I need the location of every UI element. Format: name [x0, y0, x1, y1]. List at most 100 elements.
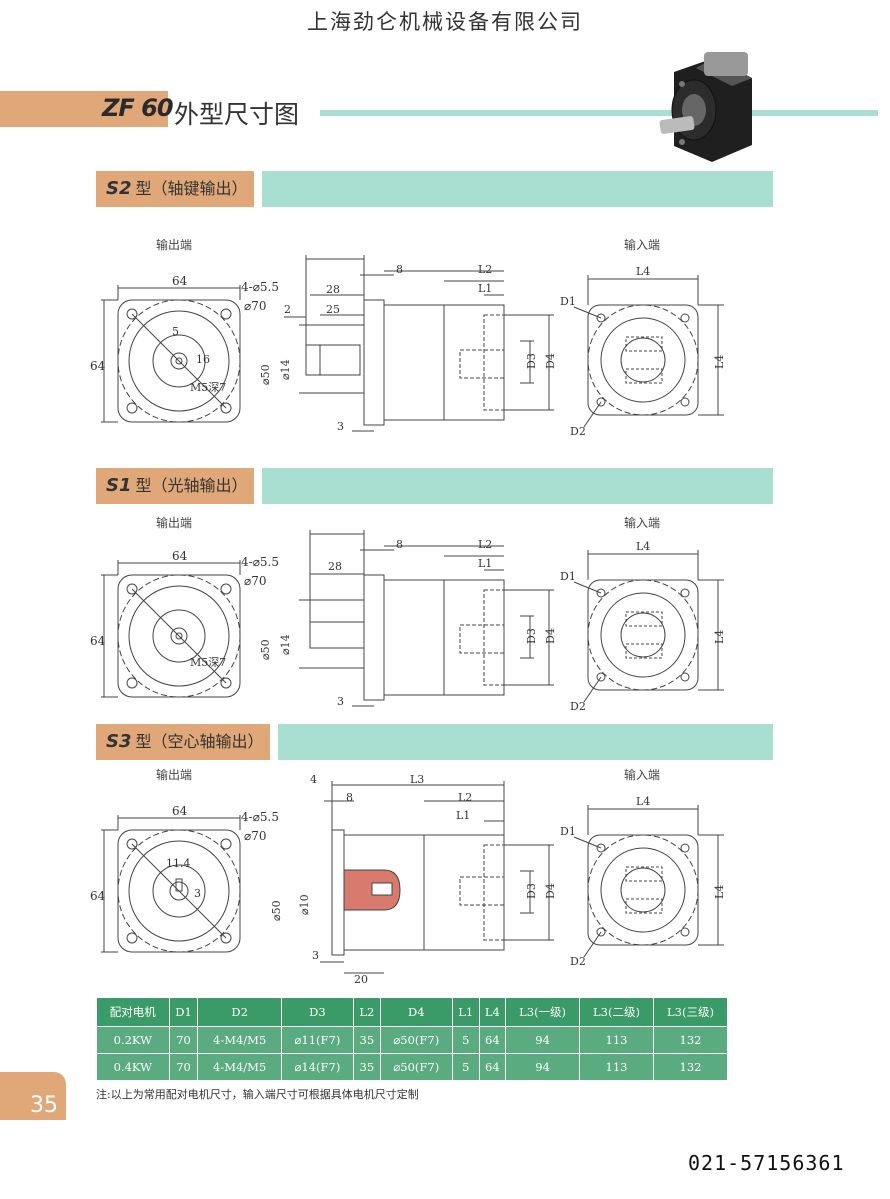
- s3-dim-3: 3: [312, 949, 319, 962]
- s3-dim-70: ⌀70: [244, 829, 267, 843]
- s1-dim-l3: L3: [434, 530, 448, 531]
- s3-input-label: 输入端: [624, 768, 661, 782]
- section-s2-band: [262, 171, 773, 207]
- s1-drawing: 64 64 4-⌀5.5 ⌀70 M5深7 32 L3 8 L2 L1 28 3…: [90, 530, 726, 713]
- s2-dim-8: 8: [396, 263, 403, 276]
- col-l3-3: L3(三级): [652, 997, 729, 1027]
- s1-dim-D2: D2: [570, 700, 586, 713]
- table-cell: ⌀50(F7): [379, 1053, 453, 1081]
- s2-dim-64-top: 64: [172, 274, 188, 288]
- section-s3-code: S3: [106, 731, 132, 752]
- s3-dim-D2: D2: [570, 955, 586, 968]
- table-row: 0.2KW 70 4-M4/M5 ⌀11(F7) 35 ⌀50(F7) 5 64…: [96, 1026, 729, 1054]
- table-cell: 113: [579, 1053, 654, 1081]
- s1-input-label: 输入端: [624, 516, 661, 530]
- table-cell: 4-M4/M5: [197, 1026, 282, 1054]
- page-number: 35: [30, 1093, 58, 1118]
- s1-dim-l2: L2: [478, 538, 492, 551]
- spec-table: 配对电机 D1 D2 D3 L2 D4 L1 L4 L3(一级) L3(二级) …: [96, 997, 729, 1081]
- table-cell: 94: [505, 1053, 581, 1081]
- s1-dim-L4-side: L4: [713, 630, 726, 644]
- s3-dim-l2: L2: [458, 791, 472, 804]
- s3-dim-L4-top: L4: [636, 795, 650, 808]
- s1-dim-70: ⌀70: [244, 574, 267, 588]
- s2-input-label: 输入端: [624, 238, 661, 252]
- s1-dim-bolt: 4-⌀5.5: [241, 555, 279, 569]
- page-tab: [0, 1072, 66, 1120]
- title-bar: [0, 91, 168, 127]
- s3-dim-D1: D1: [560, 825, 576, 838]
- s1-dim-L4-top: L4: [636, 540, 650, 553]
- s3-dim-8: 8: [346, 791, 353, 804]
- col-l3-2: L3(二级): [579, 997, 654, 1027]
- table-cell: 70: [168, 1053, 199, 1081]
- phone-number: 021-57156361: [688, 1151, 845, 1175]
- table-cell: 64: [478, 1026, 507, 1054]
- s1-output-label: 输出端: [156, 516, 193, 530]
- section-s2-code: S2: [106, 178, 132, 199]
- s1-dim-3: 3: [337, 695, 344, 708]
- table-cell: 132: [652, 1053, 729, 1081]
- s3-dim-l3: L3: [410, 775, 424, 786]
- s1-dim-dia14: ⌀14: [279, 634, 292, 655]
- table-cell: ⌀11(F7): [280, 1026, 355, 1054]
- s2-dim-2: 2: [284, 303, 291, 316]
- spec-table-header: 配对电机 D1 D2 D3 L2 D4 L1 L4 L3(一级) L3(二级) …: [96, 997, 729, 1027]
- section-s1-label: 型（光轴输出）: [135, 476, 248, 495]
- s2-dim-25: 25: [326, 303, 340, 316]
- s2-dim-64-side: 64: [90, 359, 106, 373]
- table-cell: 35: [353, 1026, 381, 1054]
- s1-dim-64-top: 64: [172, 549, 188, 563]
- table-cell: 0.4KW: [96, 1053, 170, 1081]
- table-cell: ⌀14(F7): [280, 1053, 355, 1081]
- s2-dim-D4: D4: [544, 353, 557, 369]
- section-s1-code: S1: [106, 475, 132, 496]
- s3-dim-l1: L1: [456, 809, 470, 822]
- table-cell: 5: [451, 1026, 480, 1054]
- s2-dim-dia14: ⌀14: [279, 359, 292, 380]
- s2-dim-l1: L1: [478, 282, 492, 295]
- title-divider: [320, 110, 878, 116]
- s2-dim-bolt: 4-⌀5.5: [241, 280, 279, 294]
- model-label: ZF 60: [102, 94, 174, 122]
- s1-dim-dia50: ⌀50: [259, 639, 272, 660]
- s2-dim-5: 5: [172, 325, 179, 338]
- page-title: 外型尺寸图: [174, 100, 300, 129]
- s3-dim-11-4: 11.4: [166, 857, 191, 870]
- table-cell: 113: [579, 1026, 654, 1054]
- s3-dim-3-key: 3: [194, 887, 201, 900]
- col-d4: D4: [379, 997, 453, 1027]
- s2-dim-D3: D3: [525, 353, 538, 369]
- s3-dim-dia10: ⌀10: [298, 894, 311, 915]
- s3-dim-L4-side: L4: [713, 885, 726, 899]
- s2-dim-16: 16: [196, 353, 210, 366]
- s3-dim-64-top: 64: [172, 804, 188, 818]
- col-l4: L4: [478, 997, 507, 1027]
- footnote: 注:以上为常用配对电机尺寸，输入端尺寸可根据具体电机尺寸定制: [96, 1088, 419, 1101]
- s1-dim-8: 8: [396, 538, 403, 551]
- s1-dim-m5: M5深7: [190, 656, 226, 669]
- col-d1: D1: [168, 997, 199, 1027]
- col-d3: D3: [280, 997, 355, 1027]
- s2-dim-D1: D1: [560, 295, 576, 308]
- s2-dim-L4-top: L4: [636, 265, 650, 278]
- s1-dim-D3: D3: [525, 628, 538, 644]
- table-cell: 5: [451, 1053, 480, 1081]
- section-s2-label: 型（轴键输出）: [135, 179, 248, 198]
- s3-output-label: 输出端: [156, 768, 193, 782]
- s2-dim-D2: D2: [570, 425, 586, 438]
- s2-drawing: 64 64 4-⌀5.5 ⌀70 5 16 M5深7 32 L3 8 L2 L1…: [90, 255, 726, 438]
- col-l1: L1: [451, 997, 480, 1027]
- s3-dim-D4: D4: [544, 883, 557, 899]
- table-cell: 70: [168, 1026, 199, 1054]
- s1-dim-D1: D1: [560, 570, 576, 583]
- s3-dim-64-side: 64: [90, 889, 106, 903]
- s3-drawing: 64 64 4-⌀5.5 ⌀70 11.4 3 4 L3 8 L2 L1 3 2…: [90, 775, 726, 985]
- s2-dim-dia50: ⌀50: [259, 364, 272, 385]
- table-cell: 132: [652, 1026, 729, 1054]
- section-s3-band: [278, 724, 773, 760]
- gearbox-photo: [659, 52, 752, 162]
